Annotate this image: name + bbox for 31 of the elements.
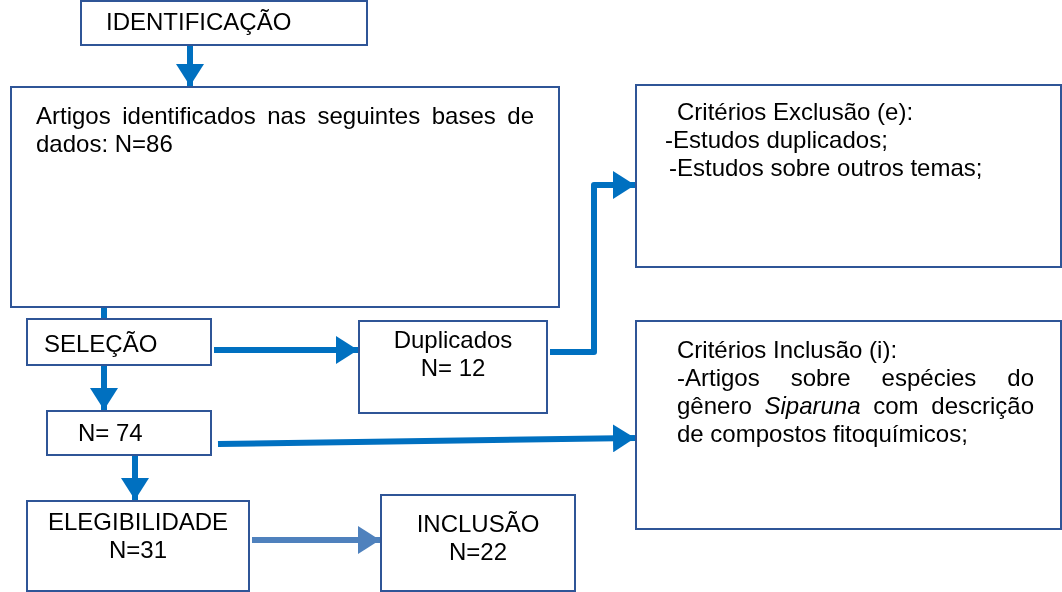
box-text: N=31 [107, 536, 168, 564]
arrow [121, 456, 149, 500]
box-text: Critérios Exclusão (e): [676, 98, 915, 126]
arrow [214, 336, 358, 364]
box-text: SELEÇÃO [44, 330, 158, 358]
box-text: -Artigos sobre espécies do gênero Siparuna com descrição de compostos fitoquímicos; [677, 364, 1034, 448]
box-text: Critérios Inclusão (i): [677, 336, 899, 364]
arrow [176, 46, 204, 86]
process-box [10, 86, 560, 308]
box-text: IDENTIFICAÇÃO [105, 8, 292, 36]
box-text: N= 12 [420, 354, 486, 382]
box-text: -Estudos sobre outros temas; [668, 154, 984, 182]
arrow [217, 424, 636, 453]
arrow [550, 171, 635, 355]
arrow [90, 366, 118, 410]
box-text: Artigos identificados nas seguintes bases de dados: N=86 [36, 102, 534, 158]
process-box [380, 494, 576, 592]
process-box [46, 410, 212, 456]
box-text: N=22 [448, 538, 507, 566]
process-box [635, 320, 1062, 530]
box-text: -Estudos duplicados; [665, 126, 889, 154]
box-text: N= 74 [78, 419, 143, 447]
box-text: INCLUSÃO [416, 510, 540, 538]
box-text: ELEGIBILIDADE [48, 508, 228, 536]
process-box [80, 0, 368, 46]
process-box [26, 318, 212, 366]
box-text: Duplicados [393, 326, 513, 354]
process-box [26, 500, 250, 592]
process-box [635, 84, 1062, 268]
arrow [252, 526, 380, 554]
process-box [358, 320, 548, 414]
